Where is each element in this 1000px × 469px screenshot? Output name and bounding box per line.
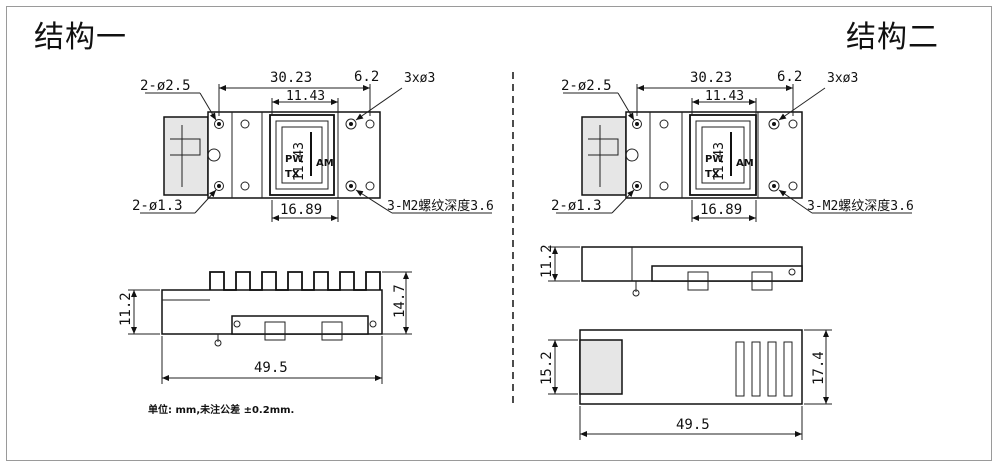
s2-label-3xd3: 3xø3	[827, 71, 858, 86]
s2-dim-height-d: 17.4	[811, 351, 827, 385]
s2-label-d13: 2-ø1.3	[551, 198, 602, 214]
s2-dim-width-total: 30.23	[690, 70, 732, 86]
s1-dim-height-a: 11.2	[118, 292, 134, 326]
s1-chip-text: 11.43	[292, 142, 307, 181]
units-note: 单位: mm,未注公差 ±0.2mm.	[148, 403, 294, 416]
s2-label-thread: 3-M2螺纹深度3.6	[807, 198, 914, 214]
s1-label-3xd3: 3xø3	[404, 71, 435, 86]
s2-side-view	[581, 246, 803, 297]
drawing-frame	[6, 6, 992, 461]
s2-top-view	[581, 111, 803, 199]
s2-dim-bottom: 16.89	[700, 202, 742, 218]
s2-bottom-view	[579, 329, 803, 405]
s1-label-d13: 2-ø1.3	[132, 198, 183, 214]
s2-dim-height-a: 11.2	[539, 244, 555, 278]
s2-dim-length: 49.5	[676, 417, 710, 433]
s1-dim-height-b: 14.7	[392, 284, 408, 318]
s1-dim-offset: 6.2	[354, 69, 379, 85]
s2-chip-text: 11.43	[712, 142, 727, 181]
s1-dim-bottom: 16.89	[280, 202, 322, 218]
s2-label-d25: 2-ø2.5	[561, 78, 612, 94]
s1-dim-length: 49.5	[254, 360, 288, 376]
s1-label-d25: 2-ø2.5	[140, 78, 191, 94]
s1-top-view	[163, 111, 381, 199]
s1-chip-mark-a: PW	[285, 154, 303, 165]
s1-chip-mark-c: TX	[285, 169, 300, 180]
s2-chip-mark-b: AM	[736, 158, 754, 169]
s2-chip-mark-a: PW	[705, 154, 723, 165]
s1-label-thread: 3-M2螺纹深度3.6	[387, 198, 494, 214]
title-structure-two: 结构二	[846, 20, 939, 55]
s1-dim-width-total: 30.23	[270, 70, 312, 86]
s2-dim-inner: 11.43	[705, 89, 744, 104]
title-structure-one: 结构一	[34, 20, 127, 55]
s2-dim-offset: 6.2	[777, 69, 802, 85]
s1-side-view	[161, 271, 383, 347]
s1-dim-inner: 11.43	[286, 89, 325, 104]
s2-chip-mark-c: TX	[705, 169, 720, 180]
s2-dim-height-c: 15.2	[539, 351, 555, 385]
s1-chip-mark-b: AM	[316, 158, 334, 169]
